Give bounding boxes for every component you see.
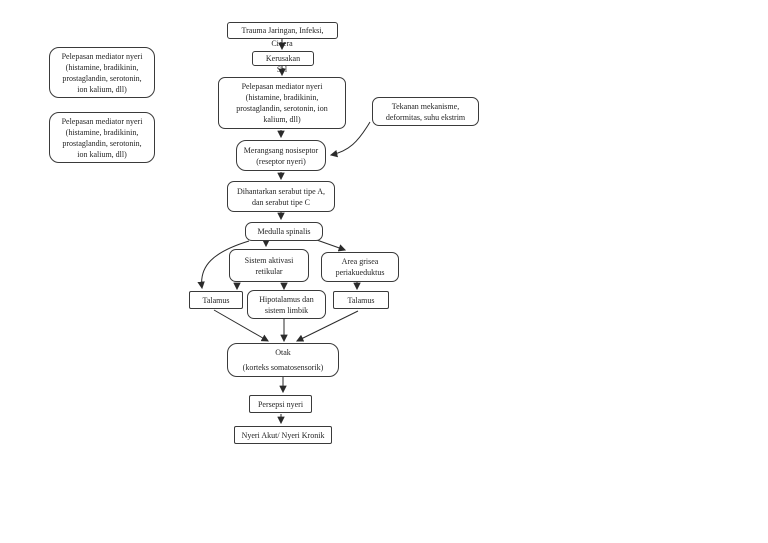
node-medulla: Medulla spinalis — [245, 222, 323, 241]
node-serabut: Dihantarkan serabut tipe A, dan serabut … — [227, 181, 335, 212]
side-bottom-line-1: Pelepasan mediator nyeri — [61, 116, 143, 126]
node-hipotalamus: Hipotalamus dan sistem limbik — [247, 290, 326, 319]
hipotalamus-line-2: sistem limbik — [264, 305, 309, 315]
side-top-line-2: (histamine, bradikinin, — [65, 62, 139, 72]
mediator-line-1: Pelepasan mediator nyeri — [241, 82, 323, 91]
label-sel: Sel — [276, 65, 288, 74]
nosiseptor-line-1: Merangsang nosiseptor — [243, 145, 319, 155]
medulla-text: Medulla spinalis — [257, 227, 311, 236]
node-kerusakan: Kerusakan — [252, 51, 314, 66]
side-bottom-line-4: ion kalium, dll) — [77, 149, 127, 159]
node-mediator-center: Pelepasan mediator nyeri (histamine, bra… — [218, 77, 346, 129]
arrow-talamus-left-otak — [213, 309, 269, 342]
otak-line-2: (korteks somatosensorik) — [242, 362, 324, 372]
serabut-line-2: dan serabut tipe C — [252, 197, 310, 207]
arrow-medulla-grisea — [313, 238, 347, 252]
serabut-line-1: Dihantarkan serabut tipe A, — [237, 186, 325, 196]
arrow-talamus-right-otak — [295, 310, 359, 342]
otak-line-1: Otak — [275, 348, 291, 358]
node-kerusakan-text: Kerusakan — [265, 54, 301, 63]
node-talamus-left: Talamus — [189, 291, 243, 309]
hipotalamus-line-1: Hipotalamus dan — [259, 294, 314, 304]
mediator-line-3: prostaglandin, serotonin, ion — [236, 104, 328, 113]
talamus-left-text: Talamus — [202, 295, 230, 305]
node-tekanan: Tekanan mekanisme, deformitas, suhu ekst… — [372, 97, 479, 126]
node-mediator-side-top: Pelepasan mediator nyeri (histamine, bra… — [49, 47, 155, 98]
sar-line-2: retikular — [255, 266, 283, 276]
node-sistem-aktivasi: Sistem aktivasi retikular — [229, 249, 309, 282]
sar-line-1: Sistem aktivasi — [244, 255, 294, 265]
grisea-line-2: periakueduktus — [335, 268, 385, 277]
tekanan-line-1: Tekanan mekanisme, — [391, 101, 460, 111]
mediator-line-2: (histamine, bradikinin, — [245, 93, 319, 102]
node-nosiseptor: Merangsang nosiseptor (reseptor nyeri) — [236, 140, 326, 171]
side-top-line-4: ion kalium, dll) — [77, 84, 127, 94]
side-top-line-3: prostaglandin, serotonin, — [62, 73, 142, 83]
side-bottom-line-3: prostaglandin, serotonin, — [62, 138, 142, 148]
node-outcome: Nyeri Akut/ Nyeri Kronik — [234, 426, 332, 444]
node-persepsi: Persepsi nyeri — [249, 395, 312, 413]
node-trauma: Trauma Jaringan, Infeksi, — [227, 22, 338, 39]
label-cidera: Cidera — [271, 39, 293, 48]
side-bottom-line-2: (histamine, bradikinin, — [65, 127, 139, 137]
outcome-text: Nyeri Akut/ Nyeri Kronik — [241, 430, 325, 440]
nosiseptor-line-2: (reseptor nyeri) — [256, 156, 306, 166]
arrow-tekanan-nosiseptor — [329, 121, 371, 158]
arrow-medulla-talamus-left — [197, 240, 250, 290]
node-area-grisea: Area grisea periakueduktus — [321, 252, 399, 282]
persepsi-text: Persepsi nyeri — [257, 399, 304, 409]
side-top-line-1: Pelepasan mediator nyeri — [61, 51, 143, 61]
node-talamus-right: Talamus — [333, 291, 389, 309]
node-otak: Otak (korteks somatosensorik) — [227, 343, 339, 377]
tekanan-line-2: deformitas, suhu ekstrim — [385, 112, 466, 122]
node-mediator-side-bottom: Pelepasan mediator nyeri (histamine, bra… — [49, 112, 155, 163]
node-trauma-text: Trauma Jaringan, Infeksi, — [241, 26, 324, 35]
talamus-right-text: Talamus — [347, 295, 375, 305]
grisea-line-1: Area grisea — [341, 257, 379, 266]
mediator-line-4: kalium, dll) — [263, 115, 301, 124]
